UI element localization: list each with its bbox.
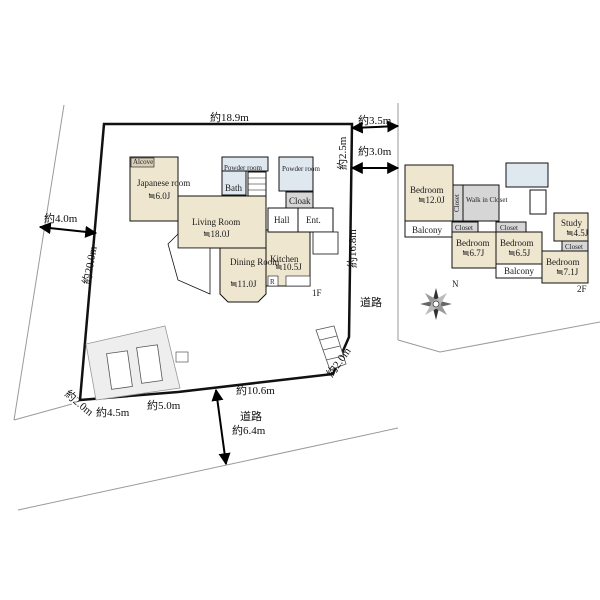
road-east-label: 道路 [360,295,382,309]
dim-ne-gap-b: 約3.0m [358,144,392,158]
cloak-label: Cloak [289,196,311,206]
walk-in-closet-label: Walk in Closet [466,196,507,204]
study-name: Study [561,218,583,228]
refrigerator-label: R [270,278,275,286]
bedroom-4 [541,250,589,284]
japanese-room-size: ≒6.0J [148,191,171,201]
dim-bottom-main: 約10.6m [236,383,275,397]
entrance-label: Ent. [306,215,321,225]
alcove [130,157,155,168]
bedroom-3-size: ≒6.5J [508,248,531,258]
closet-vertical-label: Closet [453,194,461,212]
japanese-room [129,156,179,222]
dimension-arrows [38,120,400,466]
parking-area [85,325,189,401]
hall-label: Hall [274,215,290,225]
dim-road-width: 約6.4m [232,423,266,437]
living-room [177,195,267,249]
japanese-room-name: Japanese room [137,178,190,188]
bedroom-2-name: Bedroom [456,238,490,248]
study-size: ≒4.5J [566,228,589,238]
hall [267,207,299,233]
balcony-2 [495,263,543,279]
closet-4-label: Closet [565,243,583,251]
dim-ne-gap-a: 約3.5m [358,113,392,127]
living-room-name: Living Room [192,217,240,227]
closet-2 [451,221,479,233]
walk-in-closet [462,184,500,222]
powder-room-1 [221,156,269,172]
bedroom-4-size: ≒7.1J [556,267,579,277]
dim-top: 約18.9m [210,110,249,124]
bedroom-4-name: Bedroom [546,257,580,267]
bath-label: Bath [225,183,242,193]
closet-2-label: Closet [455,224,473,232]
dim-right-side: 約16.8m [345,229,359,268]
floor2-label: 2F [577,284,587,294]
powder-room-2 [278,156,314,192]
bedroom-1-name: Bedroom [410,185,444,195]
powder-room-1-label: Powder room [224,164,262,172]
compass-north-label: N [452,279,459,289]
bedroom-2 [451,231,497,269]
dim-bottom-a: 約5.0m [147,398,181,412]
alcove-label: Alcove [133,158,153,166]
bedroom-2-size: ≒6.7J [462,248,485,258]
first-floor-plan [129,156,339,303]
dim-ne-vertical: 約2.5m [335,136,349,170]
closet-3-label: Closet [500,224,518,232]
dining-room-size: ≒11.0J [230,279,257,289]
dining-room-name: Dining Room [230,257,279,267]
bedroom-3-name: Bedroom [500,238,534,248]
dim-bottom-b: 約4.5m [96,405,130,419]
closet-3 [495,221,527,233]
bedroom-1-size: ≒12.0J [418,195,445,205]
dim-west-gap: 約4.0m [44,211,78,225]
surrounding-lines [13,103,600,511]
balcony-1-label: Balcony [412,225,442,235]
compass-rose [420,288,452,320]
floor1-label: 1F [312,288,322,298]
living-room-size: ≒18.0J [203,229,230,239]
powder-room-2-label: Powder room [282,165,320,173]
bedroom-3 [495,231,543,265]
second-floor-plan [404,162,589,284]
bathroom-2f [505,162,549,188]
kitchen-size: ≒10.5J [275,262,302,272]
balcony-2-label: Balcony [504,266,534,276]
road-south-label: 道路 [240,409,262,423]
dim-left-side: 約20.0m [79,244,100,285]
entrance-steps [315,325,347,371]
study [553,212,589,242]
kitchen-name: Kitchen [270,254,299,264]
stairs-2f [529,189,547,215]
